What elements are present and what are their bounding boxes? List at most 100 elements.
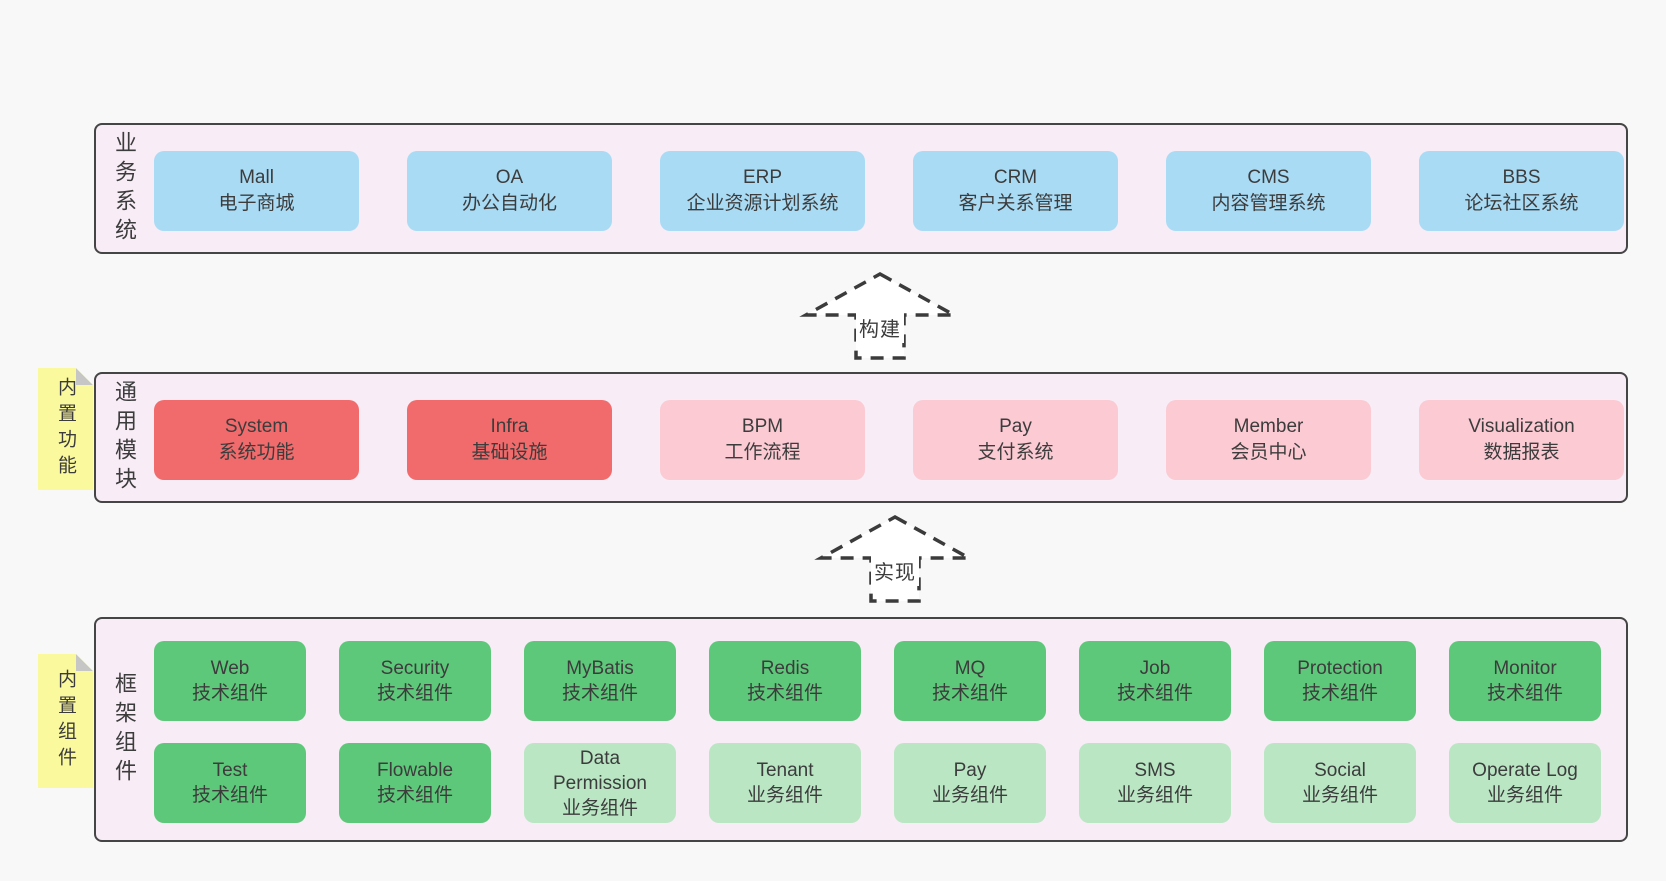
box-subtitle: 会员中心 [1230, 442, 1307, 463]
box-title: Redis [760, 658, 810, 679]
box-subtitle: 内容管理系统 [1211, 193, 1326, 214]
arrow-implement: 实现 [811, 514, 979, 604]
box-mq: MQ 技术组件 [894, 641, 1046, 721]
box-subtitle: 企业资源计划系统 [686, 193, 839, 214]
layer-business-label: 业务系统 [112, 130, 137, 247]
box-flowable: Flowable 技术组件 [339, 743, 491, 823]
box-crm: CRM 客户关系管理 [913, 151, 1118, 231]
box-subtitle: 业务组件 [1486, 785, 1563, 806]
box-title: Security [380, 658, 450, 679]
box-title: MyBatis [566, 658, 634, 679]
box-subtitle: 论坛社区系统 [1464, 193, 1579, 214]
box-subtitle: 系统功能 [218, 442, 295, 463]
box-subtitle: 技术组件 [746, 683, 823, 704]
box-title: BBS [1502, 167, 1541, 188]
box-subtitle: 技术组件 [191, 683, 268, 704]
box-subtitle: 业务组件 [1301, 785, 1378, 806]
box-title: Pay [999, 416, 1032, 437]
box-subtitle: 技术组件 [1116, 683, 1193, 704]
box-title: Infra [490, 416, 529, 437]
layer-modules-label: 通用模块 [112, 379, 137, 496]
box-title: Member [1233, 416, 1304, 437]
box-title: BPM [741, 416, 784, 437]
arrow-build-label: 构建 [856, 312, 904, 344]
box-pay: Pay 业务组件 [894, 743, 1046, 823]
modules-box-row: System 系统功能 Infra 基础设施 BPM 工作流程 Pay 支付系统 Member 会… [154, 400, 1624, 480]
box-tenant: Tenant 业务组件 [709, 743, 861, 823]
box-title: Data Permission [553, 747, 647, 794]
box-title: Job [1139, 658, 1171, 679]
box-web: Web 技术组件 [154, 641, 306, 721]
box-monitor: Monitor 技术组件 [1449, 641, 1601, 721]
box-title: Test [212, 760, 248, 781]
box-subtitle: 业务组件 [1116, 785, 1193, 806]
box-title: CRM [993, 167, 1038, 188]
box-title: Pay [953, 760, 987, 781]
box-subtitle: 支付系统 [977, 442, 1054, 463]
box-subtitle: 技术组件 [1486, 683, 1563, 704]
box-title: Social [1314, 760, 1366, 781]
box-sms: SMS 业务组件 [1079, 743, 1231, 823]
arrow-implement-label: 实现 [871, 555, 919, 587]
box-system: System 系统功能 [154, 400, 359, 480]
box-subtitle: 技术组件 [561, 683, 638, 704]
box-oa: OA 办公自动化 [407, 151, 612, 231]
box-title: Protection [1297, 658, 1383, 679]
box-subtitle: 基础设施 [471, 442, 548, 463]
box-bpm: BPM 工作流程 [660, 400, 865, 480]
box-mall: Mall 电子商城 [154, 151, 359, 231]
box-title: Visualization [1468, 416, 1575, 437]
box-subtitle: 业务组件 [746, 785, 823, 806]
box-bbs: BBS 论坛社区系统 [1419, 151, 1624, 231]
box-cms: CMS 内容管理系统 [1166, 151, 1371, 231]
box-subtitle: 技术组件 [376, 785, 453, 806]
layer-components-label: 框架组件 [112, 671, 137, 788]
box-subtitle: 办公自动化 [461, 193, 557, 214]
sticky-note-built-in-components: 内置组件 [38, 654, 93, 788]
arrow-build: 构建 [796, 271, 964, 361]
box-infra: Infra 基础设施 [407, 400, 612, 480]
box-security: Security 技术组件 [339, 641, 491, 721]
sticky-note-features-label: 内置功能 [55, 377, 76, 481]
box-protection: Protection 技术组件 [1264, 641, 1416, 721]
sticky-note-components-label: 内置组件 [55, 669, 76, 773]
box-title: OA [495, 167, 524, 188]
box-title: Tenant [756, 760, 814, 781]
box-subtitle: 技术组件 [1301, 683, 1378, 704]
box-data-permission: Data Permission 业务组件 [524, 743, 676, 823]
box-title: SMS [1134, 760, 1176, 781]
box-mybatis: MyBatis 技术组件 [524, 641, 676, 721]
box-title: System [224, 416, 289, 437]
box-subtitle: 客户关系管理 [958, 193, 1073, 214]
box-pay: Pay 支付系统 [913, 400, 1118, 480]
box-social: Social 业务组件 [1264, 743, 1416, 823]
box-test: Test 技术组件 [154, 743, 306, 823]
box-subtitle: 技术组件 [191, 785, 268, 806]
box-title: Web [210, 658, 250, 679]
box-title: Monitor [1493, 658, 1557, 679]
box-subtitle: 技术组件 [931, 683, 1008, 704]
box-operate-log: Operate Log 业务组件 [1449, 743, 1601, 823]
layer-common-modules: 通用模块 System 系统功能 Infra 基础设施 BPM 工作流程 Pay 支付系统 Me… [94, 372, 1628, 503]
box-subtitle: 工作流程 [724, 442, 801, 463]
box-subtitle: 电子商城 [218, 193, 295, 214]
box-subtitle: 技术组件 [376, 683, 453, 704]
box-subtitle: 业务组件 [561, 797, 638, 819]
box-redis: Redis 技术组件 [709, 641, 861, 721]
box-title: MQ [954, 658, 986, 679]
sticky-note-built-in-features: 内置功能 [38, 368, 93, 490]
box-subtitle: 业务组件 [931, 785, 1008, 806]
box-job: Job 技术组件 [1079, 641, 1231, 721]
box-title: Flowable [376, 760, 454, 781]
box-title: Mall [239, 167, 274, 188]
box-title: Operate Log [1472, 760, 1578, 781]
box-title: CMS [1247, 167, 1290, 188]
box-member: Member 会员中心 [1166, 400, 1371, 480]
